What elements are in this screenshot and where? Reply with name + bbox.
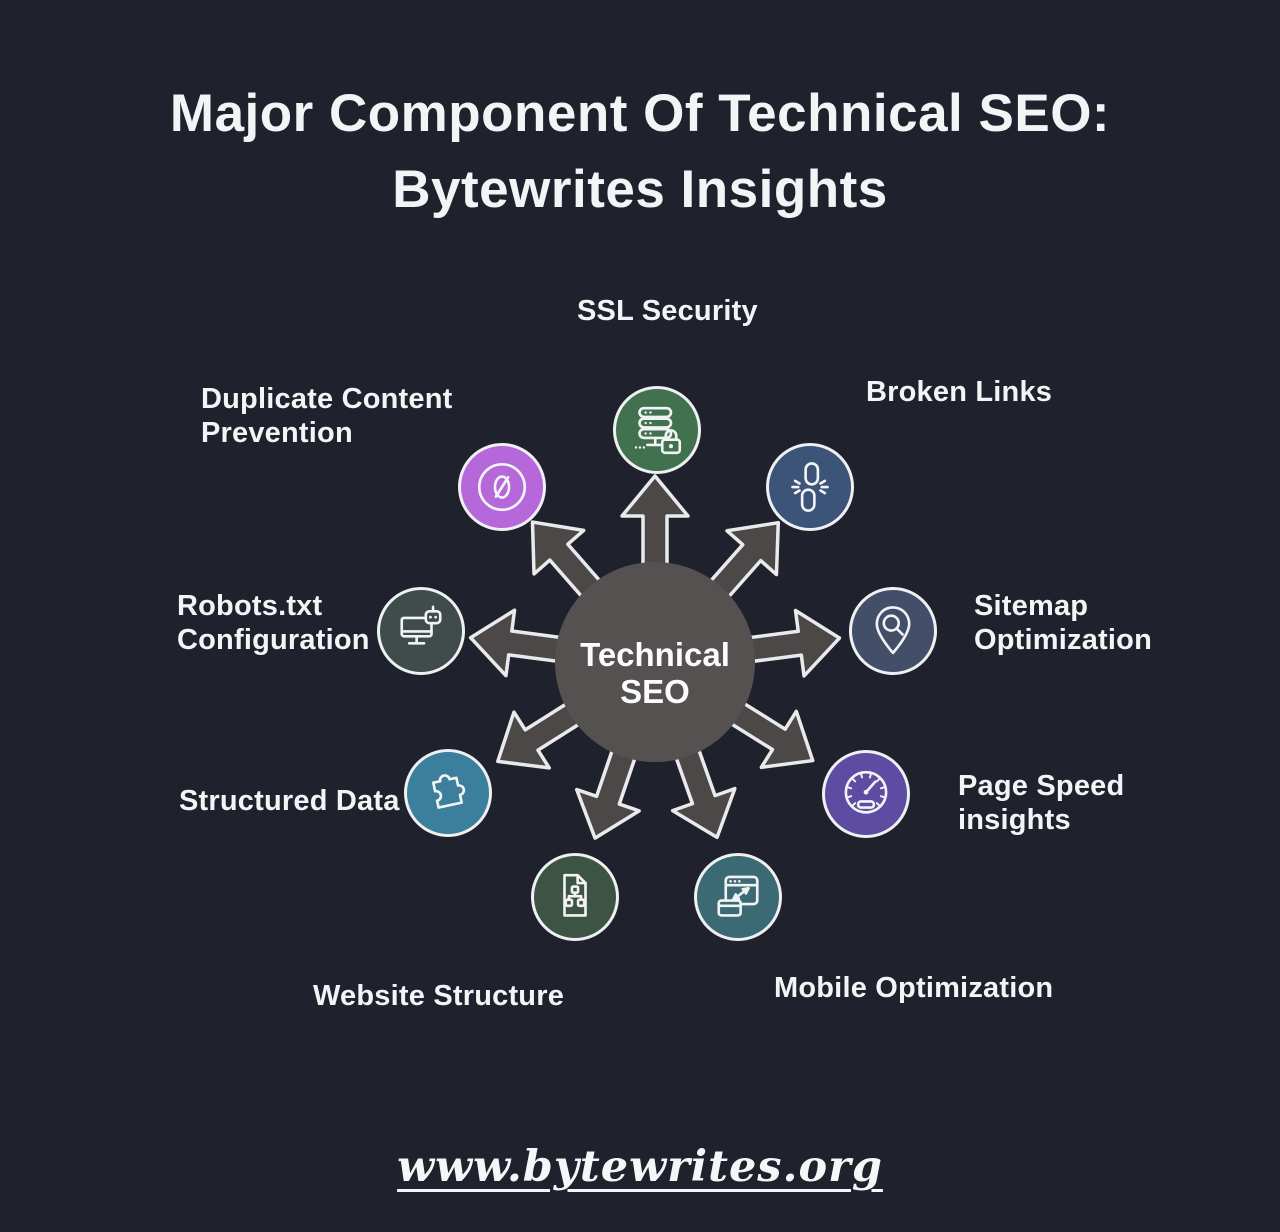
slashed-zero-icon — [477, 462, 527, 512]
label-sitemap-optimization: Sitemap Optimization — [974, 590, 1153, 656]
node-duplicate-content — [458, 443, 546, 531]
node-sitemap-optimization — [849, 587, 937, 675]
node-page-speed-insights — [822, 750, 910, 838]
label-mobile-optimization: Mobile Optimization — [774, 972, 1054, 1004]
website-link[interactable]: www.bytewrites.org — [397, 1142, 883, 1192]
label-broken-links: Broken Links — [866, 376, 1053, 408]
page-title: Major Component Of Technical SEO: Bytewr… — [169, 84, 1111, 219]
puzzle-piece-icon — [431, 774, 466, 809]
label-duplicate-content: Duplicate Content Prevention — [201, 383, 453, 449]
broken-link-icon — [791, 462, 829, 512]
robot-monitor-icon — [400, 605, 442, 645]
label-page-speed-insights: Page Speed insights — [958, 770, 1125, 836]
center-circle — [555, 562, 755, 762]
label-robots-txt: Robots.txt Configuration — [177, 590, 370, 656]
node-broken-links — [766, 443, 854, 531]
responsive-browser-icon — [717, 875, 759, 917]
server-lock-icon — [634, 406, 682, 455]
node-website-structure — [531, 853, 619, 941]
label-website-structure: Website Structure — [313, 980, 565, 1012]
node-mobile-optimization — [694, 853, 782, 941]
map-pin-search-icon — [875, 606, 911, 655]
node-robots-txt — [377, 587, 465, 675]
document-hierarchy-icon — [563, 873, 587, 917]
speedometer-icon — [844, 770, 888, 814]
node-structured-data — [404, 749, 492, 837]
center-label: Technical SEO — [580, 636, 730, 710]
label-structured-data: Structured Data — [179, 785, 400, 817]
label-ssl-security: SSL Security — [577, 295, 758, 327]
node-ssl-security — [613, 386, 701, 474]
